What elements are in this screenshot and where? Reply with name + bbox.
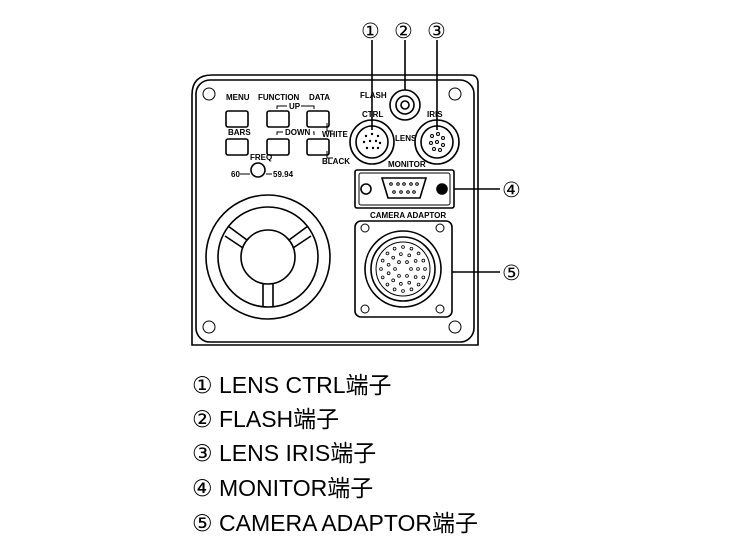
adaptor-pin: [409, 267, 413, 271]
adaptor-pin: [391, 278, 395, 283]
adaptor-pin: [416, 282, 421, 287]
adaptor-pin: [397, 260, 401, 264]
adaptor-pin: [397, 274, 401, 278]
black-button: [306, 138, 330, 156]
adaptor-pin: [392, 246, 397, 251]
fan-icon: [205, 194, 331, 320]
callout-2: ②: [394, 19, 413, 43]
iris-label: IRIS: [427, 110, 443, 119]
legend-item-flash: ② FLASH端子: [192, 406, 339, 432]
freq-5994-label: 59.94: [273, 170, 294, 179]
flash-connector: [389, 89, 421, 121]
adaptor-pin: [405, 260, 409, 264]
adaptor-pin: [413, 259, 418, 263]
callout-1: ①: [361, 19, 380, 43]
monitor-label: MONITOR: [388, 160, 426, 169]
adaptor-pin: [416, 251, 421, 256]
camera-back-face: [195, 79, 475, 343]
freq-60-label: 60: [231, 170, 240, 179]
bracket-lines: [240, 105, 333, 175]
adaptor-pin: [385, 251, 390, 256]
white-label: WHITE: [322, 130, 348, 139]
freq-label: FREQ: [250, 153, 272, 162]
legend-item-monitor: ④ MONITOR端子: [192, 475, 373, 501]
adaptor-pin: [423, 267, 427, 271]
callout-3: ③: [427, 19, 446, 43]
adaptor-pin: [407, 280, 412, 285]
adaptor-pin: [380, 275, 385, 280]
adaptor-pin: [391, 255, 395, 260]
monitor-connector: [354, 169, 455, 209]
adaptor-pin: [399, 282, 403, 286]
lens-label: LENS: [395, 134, 417, 143]
bars-label: BARS: [228, 128, 251, 137]
callout-lines: [371, 40, 500, 273]
camera-adaptor-connector: [354, 220, 453, 318]
camera-adaptor-label: CAMERA ADAPTOR: [370, 211, 446, 220]
bars-button: [225, 138, 249, 156]
adaptor-pin: [416, 267, 420, 271]
legend-item-lens-ctrl: ① LENS CTRL端子: [192, 372, 392, 398]
function-up-button: [266, 110, 290, 128]
flash-label: FLASH: [360, 91, 387, 100]
adaptor-pin: [386, 262, 391, 267]
camera-body: [191, 74, 479, 346]
function-label: FUNCTION: [258, 93, 300, 102]
adaptor-pin: [407, 253, 412, 258]
adaptor-pin: [421, 258, 426, 263]
adaptor-pin: [393, 267, 397, 271]
callout-5: ⑤: [502, 261, 521, 285]
callout-4: ④: [502, 178, 521, 202]
legend-item-lens-iris: ③ LENS IRIS端子: [192, 440, 376, 466]
adaptor-pin: [401, 289, 405, 293]
adaptor-pin: [405, 274, 409, 278]
down-label: DOWN: [285, 128, 311, 137]
adaptor-pin: [409, 287, 414, 292]
adaptor-pin: [379, 267, 383, 271]
control-buttons[interactable]: [225, 110, 330, 178]
menu-button: [225, 110, 249, 128]
adaptor-pin: [385, 282, 390, 287]
screw-icons: [202, 87, 462, 334]
adaptor-pin: [421, 275, 426, 280]
legend-item-camera-adaptor: ⑤ CAMERA ADAPTOR端子: [192, 510, 478, 536]
adaptor-pin: [409, 246, 414, 251]
freq-switch: [250, 162, 266, 178]
adaptor-pin: [392, 287, 397, 292]
adaptor-pins: [379, 245, 427, 293]
up-label: UP: [289, 102, 301, 111]
adaptor-pin: [413, 275, 418, 279]
adaptor-pin: [380, 258, 385, 263]
data-white-button: [306, 110, 330, 128]
adaptor-pin: [401, 245, 405, 249]
data-label: DATA: [309, 93, 330, 102]
menu-label: MENU: [226, 93, 250, 102]
adaptor-pin: [386, 271, 391, 276]
adaptor-pin: [399, 252, 403, 256]
down-button: [266, 138, 290, 156]
black-label: BLACK: [322, 157, 350, 166]
